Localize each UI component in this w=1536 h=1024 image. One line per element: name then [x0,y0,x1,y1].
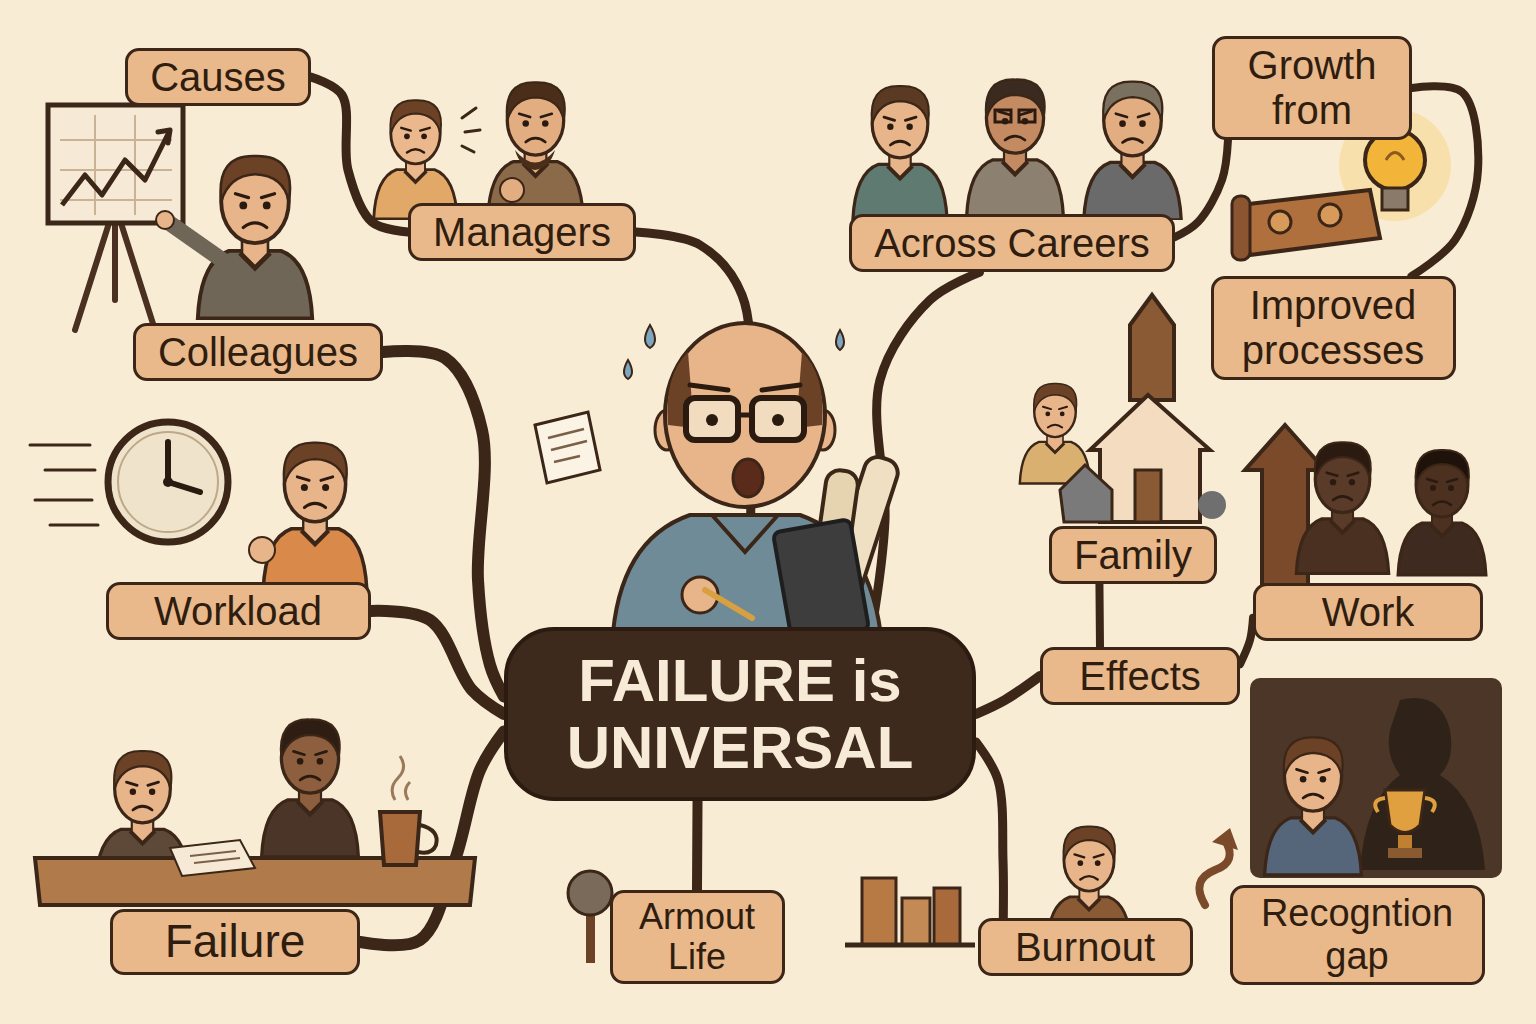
branch-line [371,611,505,714]
workload-figure [249,443,367,590]
topic-box: Causes [125,48,311,107]
node-label: Family [1074,533,1192,578]
node-label: Failure [135,916,335,968]
central-topic: FAILURE is UNIVERSAL [504,627,976,801]
work-figures [1245,425,1486,585]
topic-box: Work [1253,583,1483,642]
node-label: Recogntion gap [1255,892,1460,977]
clock [30,422,228,542]
family-figures [1020,295,1226,522]
central-figure [535,323,901,645]
managers-figures [374,82,584,219]
topic-box: Managers [408,203,636,262]
node-label: Effects [1065,654,1215,699]
easel-chart [48,105,183,330]
topic-box: Armout Life [610,890,785,985]
tree [568,871,612,963]
node-label: Burnout [1003,925,1168,970]
branch-line [976,676,1040,714]
node-label: Across Careers [874,221,1150,266]
branch-line [360,731,504,945]
node-label: Managers [433,210,611,255]
presenter [156,156,312,319]
branch-line [976,742,1003,918]
node-label: Improved processes [1236,283,1431,373]
branch-line [1240,618,1253,664]
topic-box: Workload [106,582,371,641]
topic-box: Growth from [1212,36,1412,140]
topic-box: Recogntion gap [1230,885,1485,984]
node-label: Colleagues [158,330,358,375]
branch-line [872,272,979,626]
topic-box: Effects [1040,647,1240,706]
topic-box: Family [1049,526,1217,585]
node-label: Armout Life [635,897,760,978]
topic-box: Failure [110,909,360,975]
node-label: Workload [131,589,346,634]
node-label: Work [1278,590,1458,635]
topic-box: Improved processes [1211,276,1456,380]
failure-scene [35,719,475,905]
node-label: FAILURE is UNIVERSAL [550,647,930,781]
topic-box: Burnout [978,918,1193,977]
recognition-panel [1250,678,1502,878]
careers-figures [853,79,1181,220]
node-label: Causes [150,55,286,100]
branch-line [692,801,703,890]
topic-box: Colleagues [133,323,383,382]
branch-line [1175,140,1228,237]
node-label: Growth from [1237,43,1387,133]
topic-box: Across Careers [849,214,1175,273]
branch-line [1095,584,1104,646]
